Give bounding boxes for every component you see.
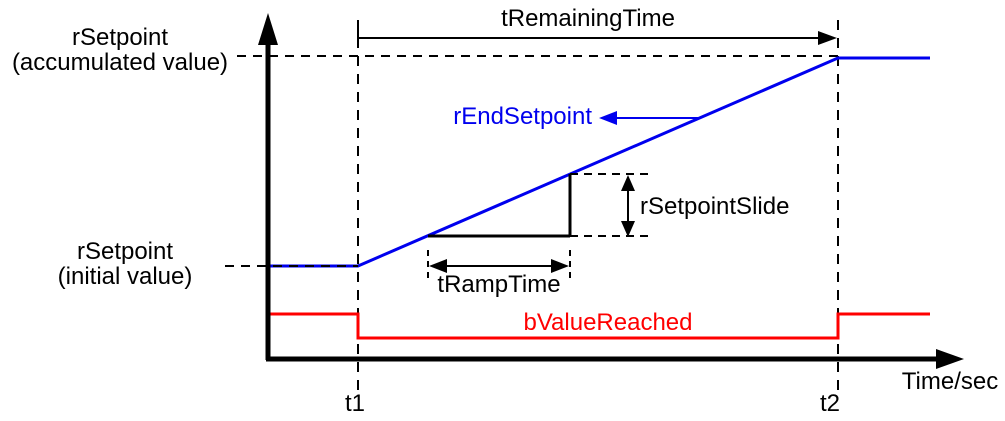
ramp-time-label: tRampTime [437, 271, 561, 298]
x-axis-arrowhead-icon [936, 349, 964, 369]
initial-value-label-line1: rSetpoint [76, 238, 174, 265]
initial-value-label-line2: (initial value) [57, 263, 193, 290]
accumulated-value-label-line1: rSetpoint [71, 24, 169, 51]
x-axis-label: Time/sec [901, 368, 999, 395]
setpoint-slide-arrowhead-up-icon [621, 175, 635, 191]
setpoint-slide-arrowhead-down-icon [621, 221, 635, 237]
setpoint-slide-label: rSetpointSlide [640, 193, 790, 220]
remaining-time-arrowhead-icon [818, 31, 837, 45]
t1-label: t1 [344, 390, 365, 417]
accumulated-value-label: rSetpoint (accumulated value) [5, 25, 235, 75]
ramp-time-arrowhead-right-icon [551, 259, 569, 273]
end-setpoint-label: rEndSetpoint [453, 103, 592, 130]
y-axis-arrowhead-icon [258, 13, 278, 45]
value-reached-label: bValueReached [523, 309, 693, 336]
setpoint-curve [268, 56, 930, 268]
ramp-time-arrowhead-left-icon [429, 259, 447, 273]
t2-label: t2 [819, 390, 840, 417]
accumulated-value-label-line2: (accumulated value) [11, 49, 229, 76]
value-reached-curve [268, 312, 930, 340]
initial-value-label: rSetpoint (initial value) [25, 239, 225, 289]
remaining-time-label: tRemainingTime [501, 5, 675, 32]
end-setpoint-arrowhead-icon [599, 111, 617, 125]
